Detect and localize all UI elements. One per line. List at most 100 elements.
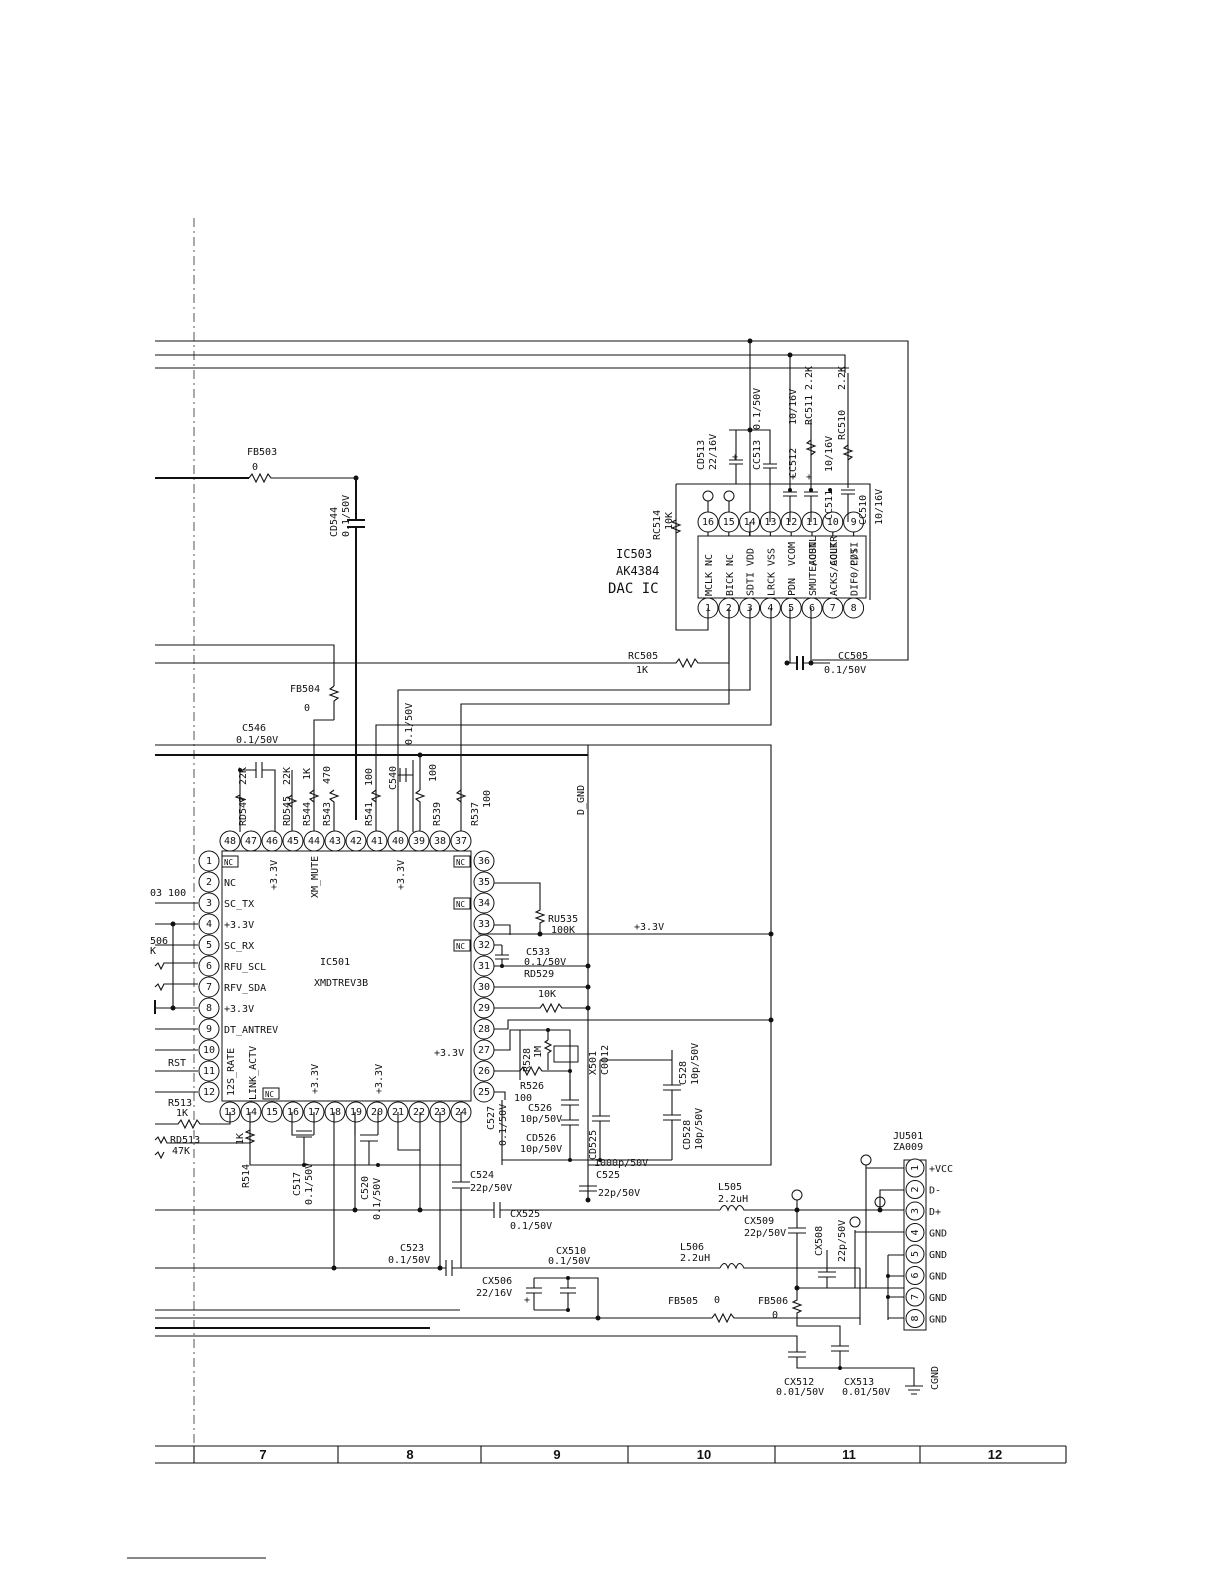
ic503-pin-name: DIF0/CDTI xyxy=(850,542,861,596)
ic501-pin-14-number: 14 xyxy=(245,1107,257,1118)
dgnd-label: D_GND xyxy=(576,785,587,815)
ic501-pin-voltage: +3.3V xyxy=(310,1064,321,1094)
r541-value: 100 xyxy=(364,768,375,786)
ic501-pin-14 xyxy=(240,1101,262,1123)
nc-label: NC xyxy=(265,1090,274,1099)
ic501-pin-37-number: 37 xyxy=(455,836,467,847)
rc511-value: 2.2K xyxy=(804,366,815,390)
l506-value: 2.2uH xyxy=(680,1253,710,1264)
nc-marker xyxy=(453,855,471,868)
ic501-pin-12-number: 12 xyxy=(203,1087,215,1098)
ju501-pin-number: 3 xyxy=(910,1208,921,1214)
x501-label: X501 xyxy=(588,1051,599,1075)
tp-mark: + xyxy=(806,472,812,483)
cc505-value: 0.1/50V xyxy=(824,665,866,676)
ic501-pin-30-number: 30 xyxy=(478,982,490,993)
ic501-pin-5 xyxy=(198,934,220,956)
fb503-label: FB503 xyxy=(247,447,277,458)
ru535-value: 100K xyxy=(551,925,575,936)
test-point-icon xyxy=(860,1154,872,1166)
ic501-pin-18 xyxy=(324,1101,346,1123)
ic501-pin-3-number: 3 xyxy=(206,898,212,909)
rd513-value: 47K xyxy=(172,1146,190,1157)
cx512-value: 0.01/50V xyxy=(776,1387,824,1398)
column-number: 9 xyxy=(553,1447,560,1462)
test-point-icon xyxy=(723,490,735,502)
cc511-label: CC511 xyxy=(824,490,835,520)
cd528-label: CD528 xyxy=(682,1120,693,1150)
ju501-ref: JU501 xyxy=(893,1131,923,1142)
r526-label: R526 xyxy=(520,1081,544,1092)
top-bus-wires xyxy=(155,338,909,661)
c527-value: 0.1/50V xyxy=(498,1104,509,1146)
r544-label: R544 xyxy=(302,802,313,826)
nc-marker xyxy=(221,855,239,868)
ic501-pin-43 xyxy=(324,830,346,852)
rd529-label: RD529 xyxy=(524,969,554,980)
ic501-pin-31-number: 31 xyxy=(478,961,490,972)
rst-label: RST xyxy=(168,1058,186,1069)
cx512-label: CX512 xyxy=(784,1377,814,1388)
ju501-pin-7 xyxy=(905,1287,925,1307)
ic501-body xyxy=(221,850,472,1102)
ic501-pin-3 xyxy=(198,892,220,914)
r503-label: 03 100 xyxy=(150,888,186,899)
cd528-value: 10p/50V xyxy=(694,1108,705,1150)
ic501-pin-29-number: 29 xyxy=(478,1003,490,1014)
ic503-pin-name: VSS xyxy=(766,548,777,566)
column-number: 7 xyxy=(259,1447,266,1462)
ic501-pin-47-number: 47 xyxy=(245,836,257,847)
ic503-pin-name: SMUTE/CSN xyxy=(808,542,819,596)
rd529-value: 10K xyxy=(538,989,556,1000)
ic503-pin-name: MCLK xyxy=(704,572,715,596)
cd525-value: 1000p/50V xyxy=(594,1158,648,1169)
ic503-pin-name: AOUTR xyxy=(829,535,840,566)
c520-label: C520 xyxy=(360,1176,371,1200)
column-number: 8 xyxy=(406,1447,413,1462)
cc505-label: CC505 xyxy=(838,651,868,662)
ic501-pin-16-number: 16 xyxy=(287,1107,299,1118)
nc-label: NC xyxy=(224,858,233,867)
nc-label: NC xyxy=(456,942,465,951)
c528-label: C528 xyxy=(678,1061,689,1085)
r528-value: 1M xyxy=(533,1046,544,1058)
ic501-pin-name: RFV_SDA xyxy=(224,983,266,994)
ic501-pin-8-number: 8 xyxy=(206,1003,212,1014)
cx509-value: 22p/50V xyxy=(744,1228,786,1239)
ju501-pin-name: +VCC xyxy=(929,1164,953,1175)
ic501-pin-43-number: 43 xyxy=(329,836,341,847)
ic501-pin-40 xyxy=(387,830,409,852)
column-header: 7 8 9 10 11 12 xyxy=(155,1445,1067,1464)
ju501-pin-6 xyxy=(905,1266,925,1285)
ju501-pin-name: D+ xyxy=(929,1207,941,1218)
ju501-pin-3 xyxy=(905,1201,925,1221)
ic503-pin-16-number: 16 xyxy=(702,517,714,528)
fb506-value: 0 xyxy=(772,1310,778,1321)
r537-value: 100 xyxy=(482,790,493,808)
r539-value: 100 xyxy=(428,764,439,782)
ic503-pin-name: ACKS/CCLK xyxy=(829,542,840,596)
r514-value: 1K xyxy=(235,1133,246,1145)
ic501-pin-32-number: 32 xyxy=(478,940,490,951)
rd513-label: RD513 xyxy=(170,1135,200,1146)
ic503-pin-11-number: 11 xyxy=(806,517,818,528)
c527-label: C527 xyxy=(486,1106,497,1130)
ic501-pin-voltage: +3.3V xyxy=(396,860,407,890)
ic501-left-wiring: 03 100 506 K RST xyxy=(150,888,198,1093)
cc512-label: CC512 xyxy=(788,448,799,478)
ic501-pin-8 xyxy=(198,997,220,1019)
ic503-pin-12 xyxy=(780,511,802,533)
ic501-pin-1 xyxy=(198,850,220,872)
ic501-pin-name: 12S_RATE xyxy=(226,1048,237,1096)
fb504-value: 0 xyxy=(304,703,310,714)
c517-label: C517 xyxy=(292,1172,303,1196)
cc512-value: 10/16V xyxy=(788,389,799,425)
ic501-pin-45 xyxy=(282,830,304,852)
cd544-value: 0.1/50V xyxy=(341,495,352,537)
ic501-pin-4-number: 4 xyxy=(206,919,212,930)
ic501-right-components: RU535 100K +3.3V C533 0.1/50V RD529 10K … xyxy=(478,882,774,1203)
ic501-pin-35-number: 35 xyxy=(478,877,490,888)
c524-value: 22p/50V xyxy=(470,1183,512,1194)
rc514-label: RC514 xyxy=(652,510,663,540)
